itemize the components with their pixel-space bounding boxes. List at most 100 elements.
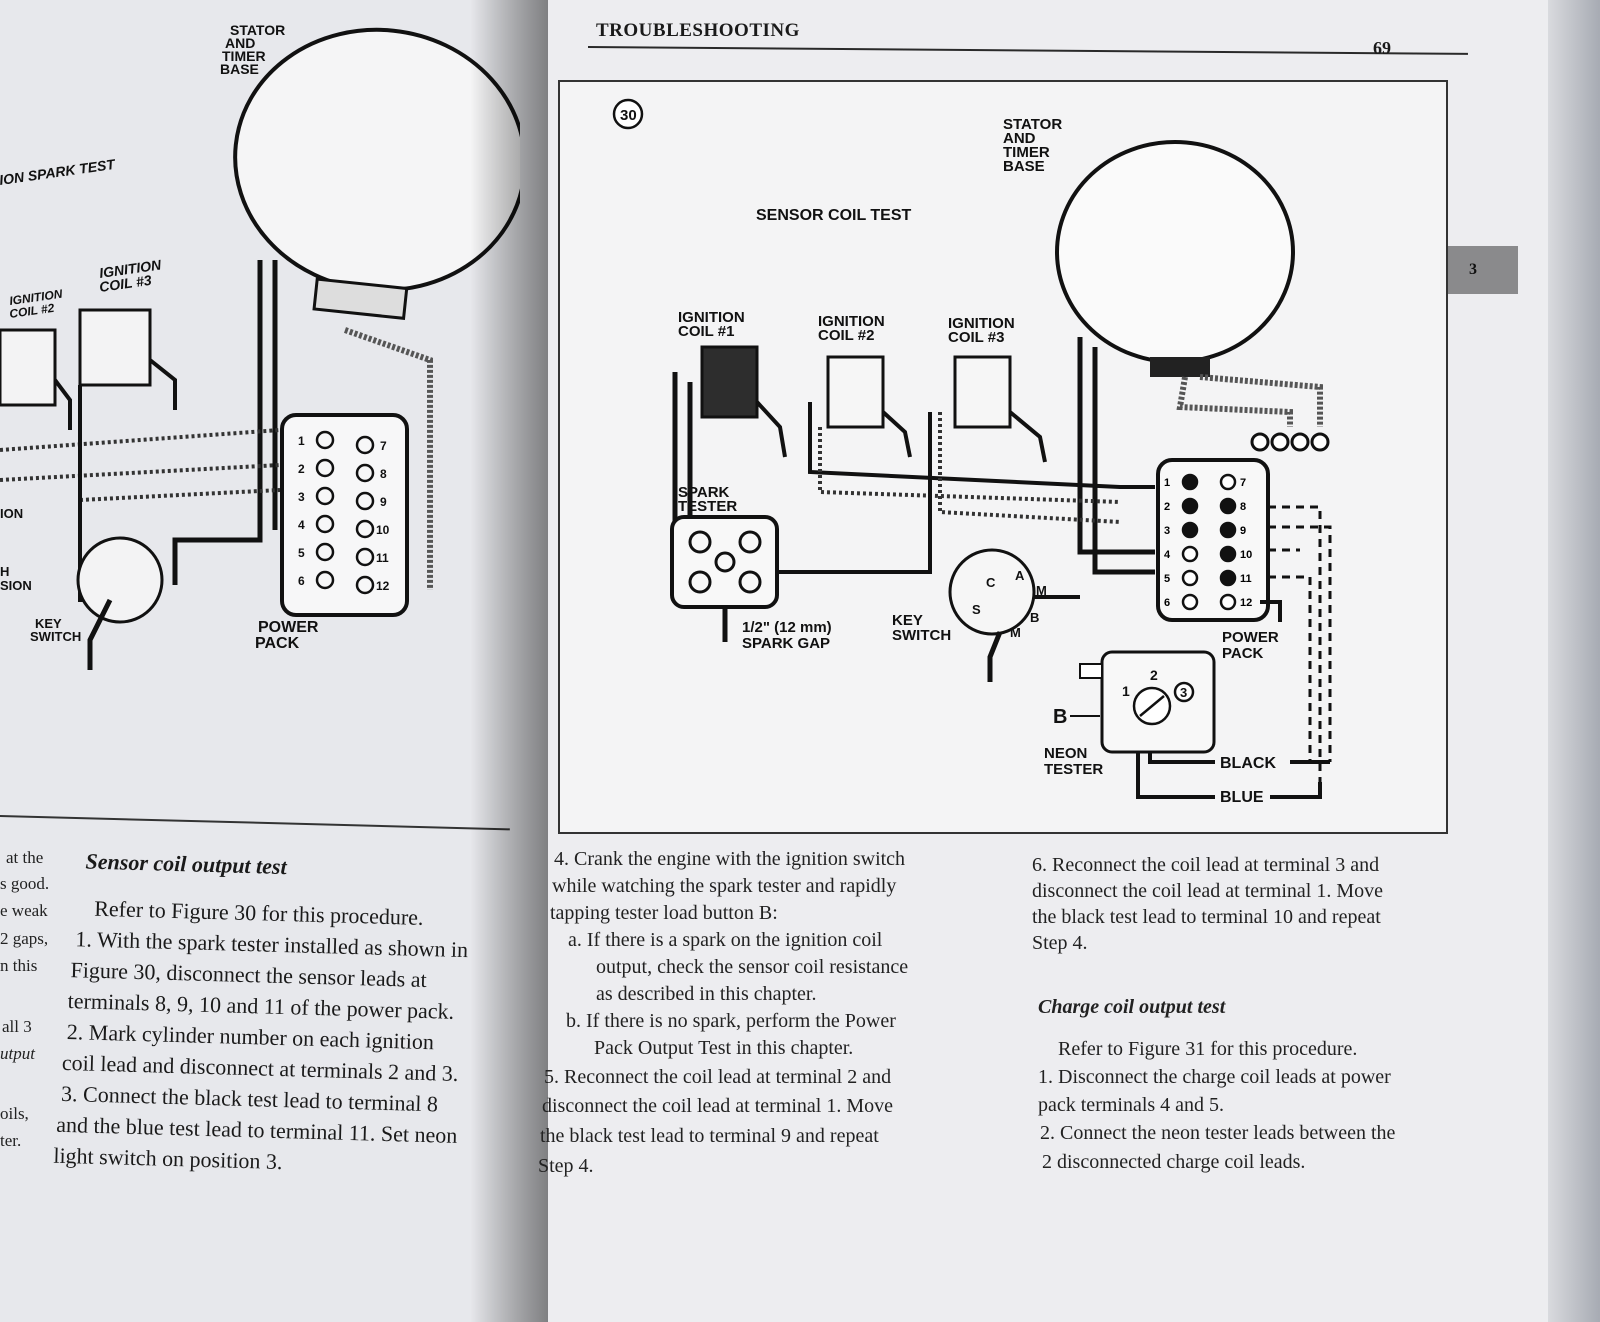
- stator-wire-1: [1077, 337, 1155, 555]
- left-body-block: Sensor coil output test Refer to Figure …: [53, 848, 488, 1183]
- left-terminal-1: 1: [298, 434, 305, 448]
- black-lead-label: BLACK: [1220, 755, 1276, 772]
- blue-lead-label: BLUE: [1220, 789, 1264, 806]
- col1-line: 5. Reconnect the coil lead at terminal 2…: [544, 1066, 892, 1088]
- power-pack-terminal: [1181, 545, 1199, 563]
- left-coil3-label-2: COIL #3: [98, 272, 153, 295]
- stator-label-3: TIMER: [1003, 144, 1050, 161]
- left-heading: Sensor coil output test: [85, 848, 288, 880]
- key-letter-a: A: [1015, 568, 1025, 583]
- left-coil-2-wire: [53, 378, 72, 430]
- black-lead: [1148, 752, 1215, 764]
- coil-2-ground: [881, 410, 912, 458]
- power-pack-terminal-label: 11: [1240, 573, 1252, 585]
- power-pack-terminal-label: 3: [1164, 525, 1170, 537]
- coil-3-ground: [1008, 410, 1047, 463]
- margin-fragment: oils,: [0, 1104, 29, 1123]
- left-power-pack: [280, 413, 409, 617]
- stator-bundle-1: [1199, 374, 1323, 427]
- spark-tester-label-2: TESTER: [678, 498, 737, 515]
- coil-1-body: [700, 345, 759, 419]
- left-coil-3-wire: [148, 358, 177, 410]
- coil-1-primary-lead: [808, 402, 1155, 489]
- col1-line: a. If there is a spark on the ignition c…: [568, 929, 883, 951]
- left-terminal-10: 10: [376, 523, 390, 537]
- header-rule: [587, 46, 1468, 55]
- col1-line: Step 4.: [538, 1155, 594, 1177]
- stator-bundle-2: [1176, 376, 1293, 427]
- neon-tester-label-2: TESTER: [1044, 761, 1103, 778]
- sensor-lead-8: [1268, 505, 1322, 782]
- stator-label-1: STATOR: [1003, 116, 1062, 133]
- power-pack: [1156, 458, 1270, 622]
- left-fragment-ion: ION: [0, 506, 23, 521]
- power-pack-terminal: [1181, 593, 1199, 611]
- key-switch-label-1: KEY: [892, 612, 923, 629]
- margin-fragment: ter.: [0, 1131, 22, 1150]
- left-terminal-6: 6: [298, 574, 305, 588]
- figure-number: 30: [620, 107, 637, 124]
- left-terminal-12: 12: [376, 579, 390, 593]
- figure-30: 30 SENSOR COIL TEST STATOR AND TIMER BAS…: [558, 80, 1448, 834]
- left-wire-e: [79, 488, 281, 502]
- coil3-label-1: IGNITION: [948, 315, 1015, 332]
- power-pack-terminal-label: 10: [1240, 549, 1252, 561]
- power-pack-terminal: [1219, 521, 1237, 539]
- col2-line: Refer to Figure 31 for this procedure.: [1058, 1038, 1358, 1060]
- stator-label-2: AND: [1003, 130, 1036, 147]
- running-header: TROUBLESHOOTING: [596, 20, 800, 41]
- power-pack-label-2: PACK: [1222, 645, 1264, 662]
- power-pack-terminal-label: 4: [1164, 549, 1171, 561]
- neon-position-1: 1: [1122, 683, 1130, 699]
- left-fragment-h: H: [0, 564, 9, 579]
- charge-coil-heading: Charge coil output test: [1038, 996, 1226, 1018]
- key-switch: [948, 548, 1036, 636]
- coil2-label-2: COIL #2: [818, 327, 874, 344]
- power-pack-label-1: POWER: [1222, 629, 1279, 646]
- left-wire-a: [172, 260, 263, 585]
- col2-line: the black test lead to terminal 10 and r…: [1032, 906, 1381, 928]
- sensor-lead-11: [1268, 575, 1312, 762]
- power-pack-terminal: [1219, 593, 1237, 611]
- col1-line: b. If there is no spark, perform the Pow…: [566, 1010, 896, 1032]
- coil-3-body: [953, 355, 1012, 429]
- col2-line: disconnect the coil lead at terminal 1. …: [1032, 880, 1383, 902]
- neon-load-button: [1079, 663, 1103, 679]
- sensor-connectors: [1250, 432, 1330, 452]
- left-coil2-label-2: COIL #2: [8, 301, 55, 321]
- col1-line: Pack Output Test in this chapter.: [594, 1037, 854, 1059]
- key-letter-m: M: [1036, 583, 1047, 598]
- power-pack-terminal-label: 2: [1164, 501, 1170, 513]
- left-power-pack-label-1: POWER: [258, 619, 319, 636]
- stator-connector: [1150, 357, 1210, 377]
- stator-circle: [1055, 140, 1295, 364]
- left-coil-3-body: [78, 308, 152, 387]
- col1-line: the black test lead to terminal 9 and re…: [540, 1125, 879, 1147]
- col1-line: tapping tester load button B:: [550, 902, 778, 924]
- neon-tester-label-1: NEON: [1044, 745, 1087, 762]
- left-key-switch-label-2: SWITCH: [30, 629, 81, 644]
- power-pack-terminal-label: 7: [1240, 477, 1246, 489]
- left-terminal-8: 8: [380, 467, 387, 481]
- spark-tester: [670, 515, 779, 609]
- figure-number-badge: [612, 98, 644, 130]
- left-terminal-3: 3: [298, 490, 305, 504]
- left-key-switch-wire: [87, 598, 113, 670]
- left-stator-label-1: STATOR: [230, 22, 285, 38]
- power-pack-terminal: [1219, 473, 1237, 491]
- margin-fragment: n this: [0, 956, 38, 975]
- col2-line: 2. Connect the neon tester leads between…: [1040, 1122, 1396, 1144]
- coil-2-body: [826, 355, 885, 429]
- power-pack-terminal-label: 1: [1164, 477, 1170, 489]
- blue-lead-end: [1270, 782, 1322, 799]
- power-pack-terminal-label: 5: [1164, 573, 1170, 585]
- coil1-label-2: COIL #1: [678, 323, 734, 340]
- col2-line: 2 disconnected charge coil leads.: [1042, 1151, 1306, 1173]
- key-letter-s: S: [972, 602, 981, 617]
- key-letter-b: B: [1030, 610, 1039, 625]
- tester-to-key-lead: [760, 412, 932, 574]
- page-edge: [1548, 0, 1600, 1322]
- neon-position-3-badge: [1173, 681, 1195, 703]
- margin-fragment: 2 gaps,: [0, 929, 49, 948]
- power-pack-terminal-label: 9: [1240, 525, 1246, 537]
